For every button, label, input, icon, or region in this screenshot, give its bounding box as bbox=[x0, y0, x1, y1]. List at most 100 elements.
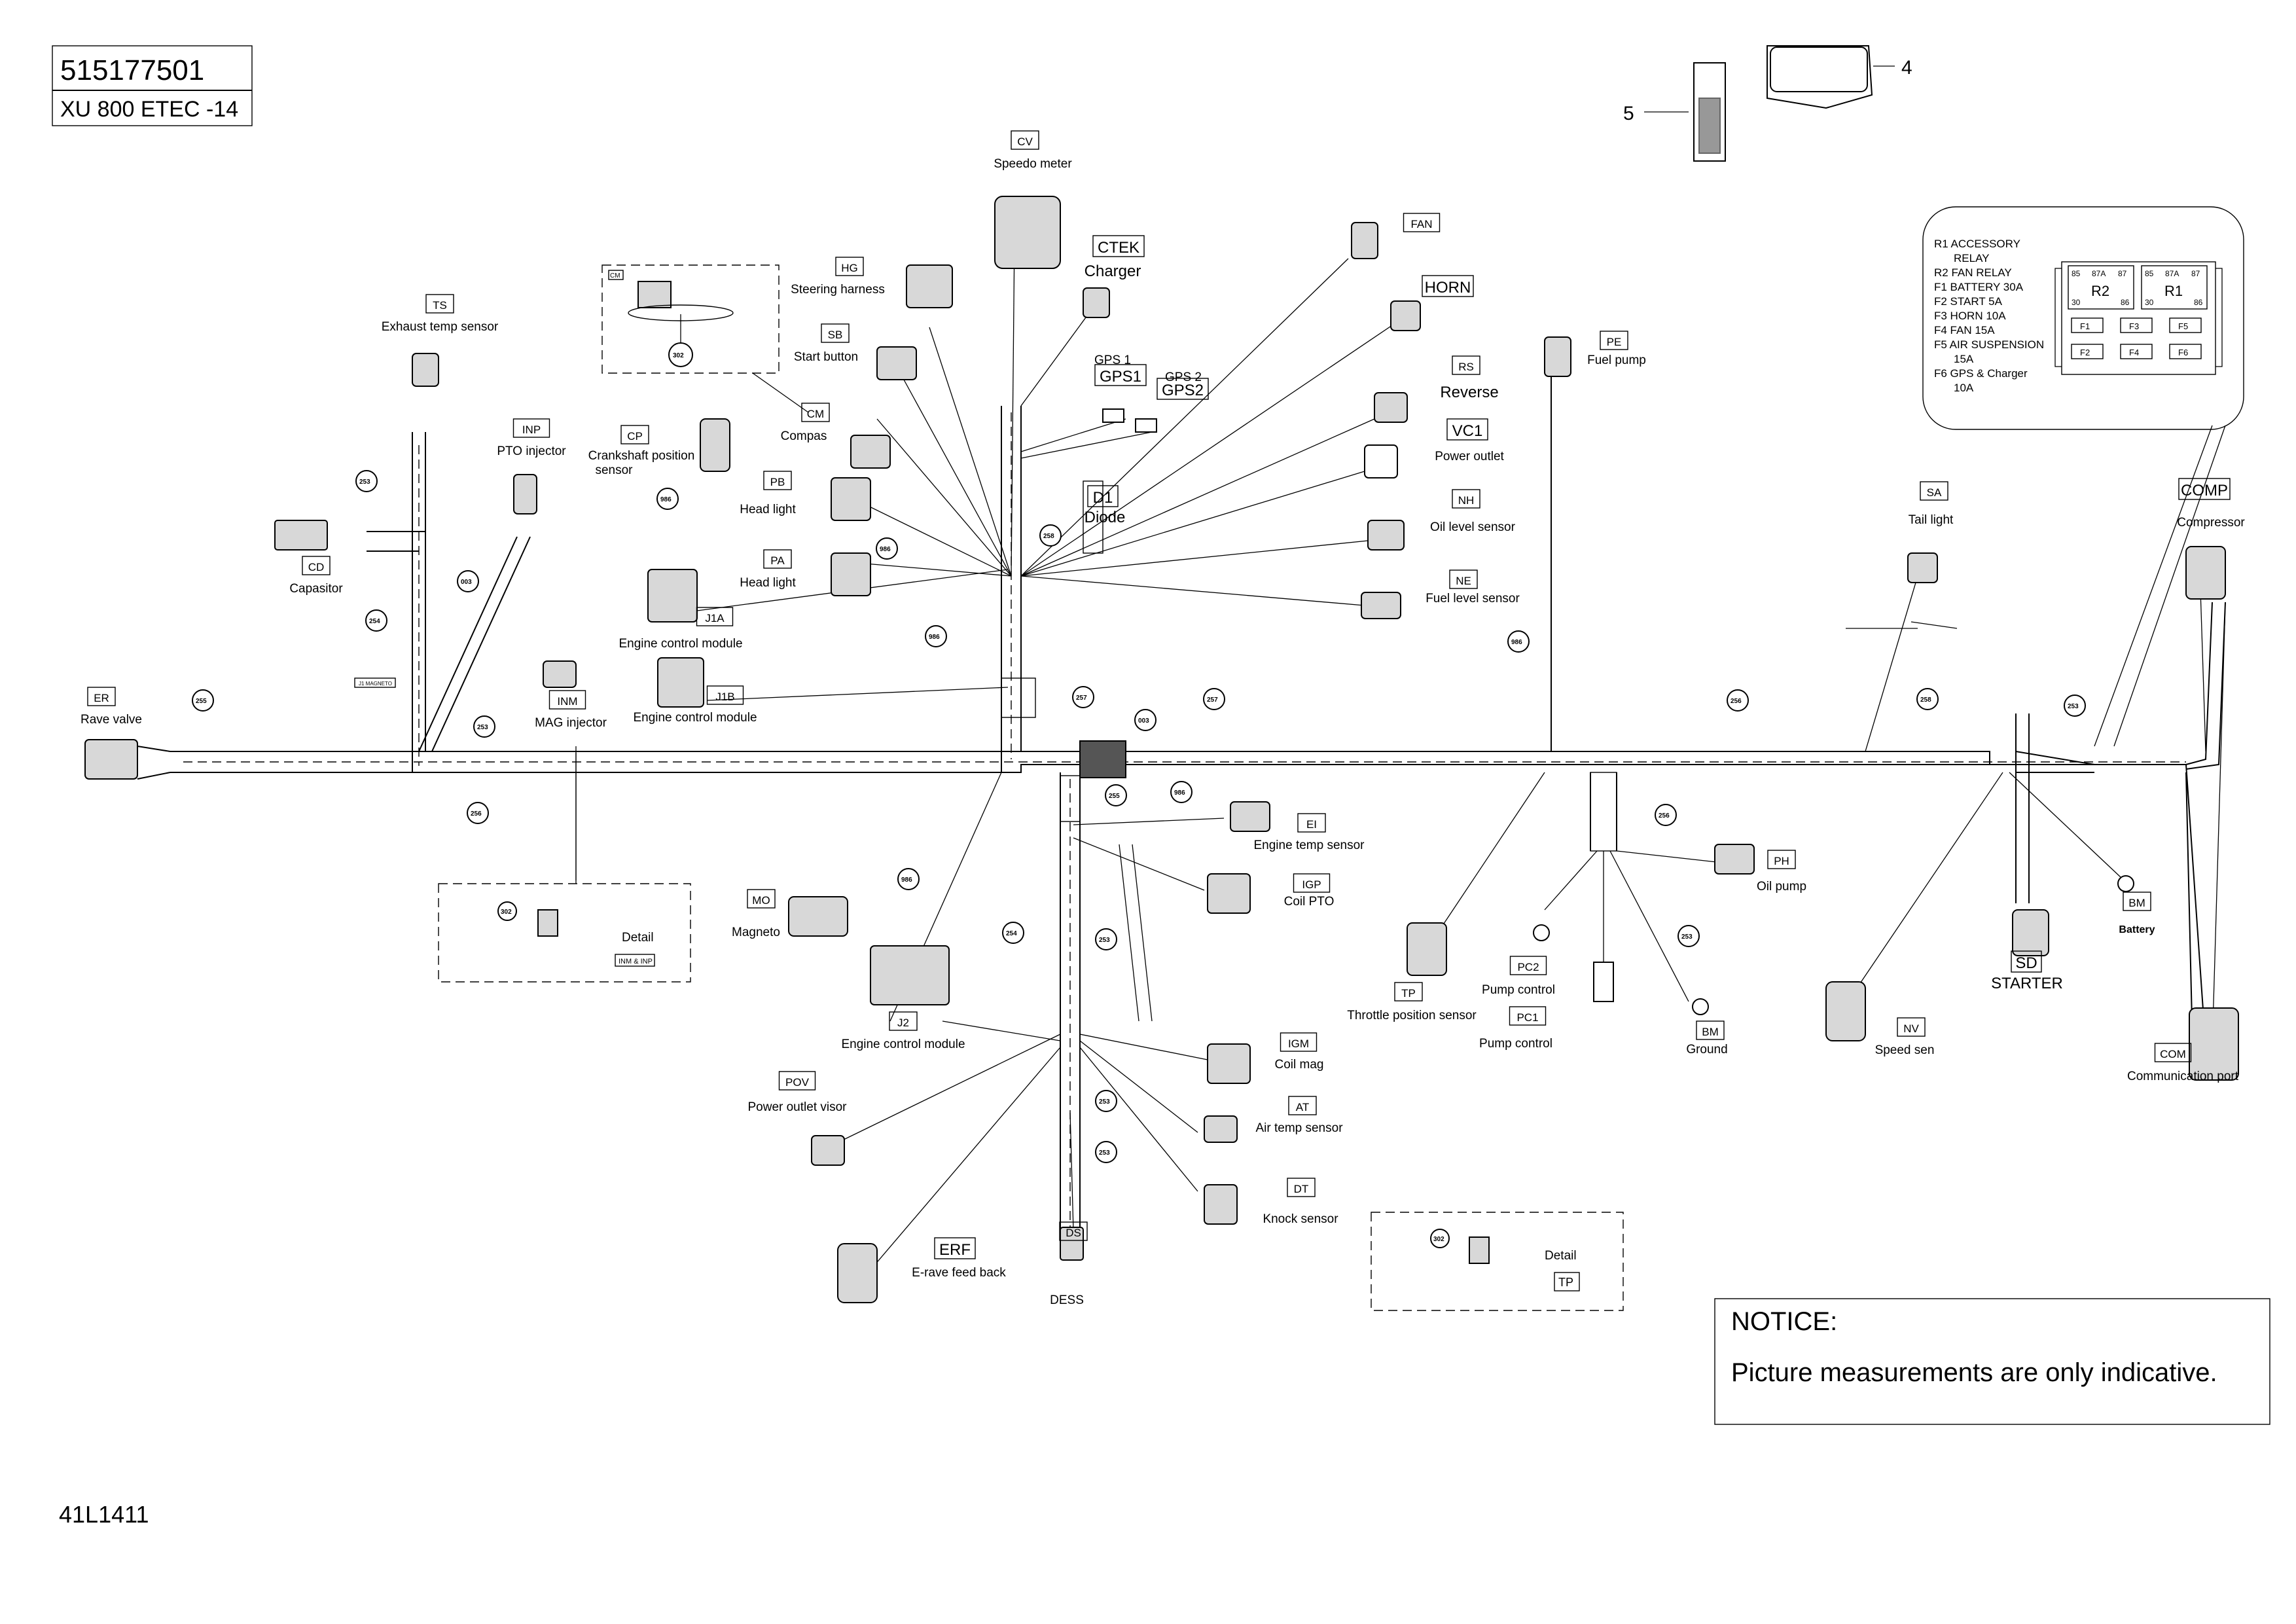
component-label: Coil mag bbox=[1275, 1058, 1324, 1072]
component-label: Steering harness bbox=[791, 283, 885, 297]
ref-circle: 986 bbox=[876, 537, 898, 560]
svg-text:253: 253 bbox=[1099, 1149, 1110, 1157]
component-label: MAG injector bbox=[535, 716, 607, 730]
code-box bbox=[425, 294, 454, 314]
code-box bbox=[1094, 364, 1147, 386]
component-label: Start button bbox=[794, 350, 858, 364]
ref-circle: 256 bbox=[467, 802, 489, 824]
component-code: J1B bbox=[715, 691, 734, 703]
svg-text:258: 258 bbox=[1920, 696, 1931, 704]
svg-text:003: 003 bbox=[1138, 717, 1149, 725]
code-box bbox=[1293, 873, 1331, 893]
svg-text:257: 257 bbox=[1207, 696, 1218, 704]
fuse-f4: F4 bbox=[2129, 348, 2139, 357]
code-box bbox=[778, 1071, 816, 1091]
part-number: 515177501 bbox=[60, 54, 204, 86]
component-code: NE bbox=[1456, 575, 1471, 587]
code-box bbox=[548, 690, 586, 710]
code-box bbox=[1920, 481, 1948, 501]
component-code: FAN bbox=[1410, 218, 1432, 230]
pin-label: 30 bbox=[2072, 298, 2081, 307]
component-label: Head light bbox=[740, 576, 796, 590]
svg-text:258: 258 bbox=[1043, 533, 1054, 540]
ref-circle: 253 bbox=[473, 715, 495, 738]
component-code: GPS1 bbox=[1100, 368, 1141, 386]
code-box bbox=[1600, 331, 1628, 350]
code-box bbox=[1422, 275, 1474, 297]
code-box bbox=[934, 1237, 976, 1259]
pin-label: 85 bbox=[2145, 269, 2154, 278]
fuse-f5: F5 bbox=[2178, 321, 2188, 331]
component-code: ERF bbox=[939, 1241, 971, 1259]
component-code: IGP bbox=[1302, 878, 1321, 891]
component-code: ER bbox=[94, 692, 109, 704]
component-label: Charger bbox=[1085, 262, 1141, 280]
fuse-f6: F6 bbox=[2178, 348, 2188, 357]
svg-text:254: 254 bbox=[1006, 930, 1017, 937]
component-code: VC1 bbox=[1452, 422, 1483, 440]
component-label: Head light bbox=[740, 503, 796, 516]
component-code: PE bbox=[1607, 336, 1622, 348]
code-box bbox=[1087, 485, 1119, 507]
model-name: XU 800 ETEC -14 bbox=[60, 97, 238, 122]
fuse-f3: F3 bbox=[2129, 321, 2139, 331]
fuse-legend-3: F1 BATTERY 30A bbox=[1934, 281, 2024, 293]
svg-text:256: 256 bbox=[1659, 812, 1670, 820]
relay-r2: R2 bbox=[2091, 283, 2109, 299]
component-label: Pump control bbox=[1479, 1037, 1552, 1051]
component-code: NH bbox=[1458, 494, 1475, 507]
code-box bbox=[2011, 950, 2042, 973]
svg-text:986: 986 bbox=[660, 496, 672, 503]
notice-text: Picture measurements are only indicative… bbox=[1731, 1358, 2217, 1387]
relay-r1: R1 bbox=[2164, 283, 2183, 299]
component-label: Magneto bbox=[732, 926, 780, 939]
code-box bbox=[801, 403, 830, 422]
component-code: TP bbox=[1401, 987, 1416, 1000]
ref-circle: 986 bbox=[1507, 630, 1530, 653]
ref-circle: 003 bbox=[457, 570, 479, 592]
svg-text:253: 253 bbox=[1099, 1098, 1110, 1106]
component-code: PH bbox=[1774, 855, 1789, 867]
code-box bbox=[821, 323, 850, 343]
code-box bbox=[747, 889, 776, 909]
component-code: POV bbox=[785, 1076, 810, 1089]
code-box bbox=[1509, 1006, 1547, 1026]
component-code: J2 bbox=[897, 1017, 909, 1029]
component-label: Power outlet bbox=[1435, 450, 1504, 463]
connector-shapes bbox=[84, 196, 2239, 1303]
component-code: DT bbox=[1294, 1183, 1309, 1195]
code-box bbox=[1297, 813, 1326, 833]
component-code: CTEK bbox=[1098, 239, 1139, 257]
component-label: Ground bbox=[1686, 1043, 1727, 1056]
circle-refs: 253 254 003 253 255 986 986 986 258 257 … bbox=[192, 470, 2086, 1163]
component-code: HORN bbox=[1425, 279, 1471, 297]
ref-circle: 986 bbox=[925, 625, 947, 647]
component-code: HG bbox=[841, 262, 858, 274]
component-code: COM bbox=[2160, 1048, 2186, 1060]
component-label: Engine control module bbox=[633, 711, 757, 725]
fuse-legend-4: F2 START 5A bbox=[1934, 295, 2003, 308]
ref-circle: 003 bbox=[1134, 709, 1157, 731]
component-label: Capasitor bbox=[289, 582, 343, 596]
svg-text:254: 254 bbox=[369, 618, 380, 625]
component-label: Reverse bbox=[1440, 384, 1498, 401]
code-box bbox=[1394, 982, 1423, 1001]
ref-circle: 254 bbox=[1002, 922, 1024, 944]
component-label: Fuel level sensor bbox=[1426, 592, 1520, 605]
title-block: 515177501 XU 800 ETEC -14 bbox=[52, 45, 253, 126]
component-label: Tail light bbox=[1909, 513, 1954, 527]
component-code: SA bbox=[1927, 486, 1942, 499]
component-label: Knock sensor bbox=[1263, 1212, 1338, 1226]
pin-label: 87 bbox=[2118, 269, 2127, 278]
svg-text:986: 986 bbox=[1511, 639, 1522, 646]
component-label: STARTER bbox=[1991, 975, 2063, 992]
component-label: Compas bbox=[781, 429, 827, 443]
code-box bbox=[835, 257, 864, 276]
component-label: GPS 2 bbox=[1165, 370, 1202, 384]
fuse-legend-10: 10A bbox=[1954, 382, 1974, 394]
detail-ref: 302 bbox=[1433, 1236, 1444, 1243]
ref-circle: 255 bbox=[192, 689, 214, 712]
code-box bbox=[1280, 1032, 1318, 1052]
detail-tp: 302 Detail TP bbox=[1371, 1212, 1624, 1311]
component-label: Coil PTO bbox=[1284, 895, 1335, 909]
